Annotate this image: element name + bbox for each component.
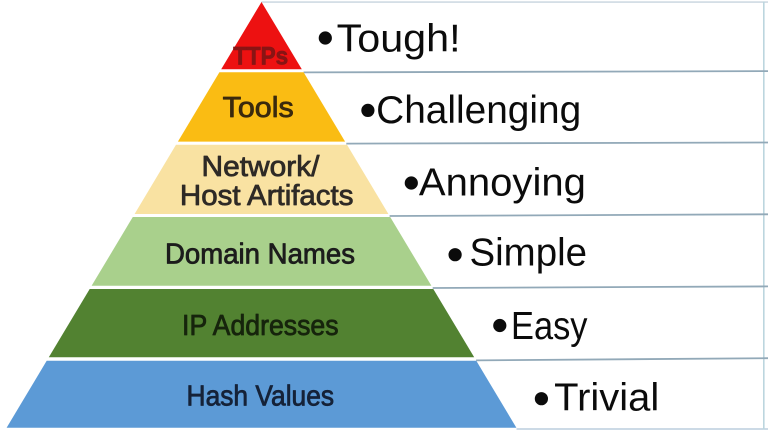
svg-text:Simple: Simple [470,232,588,275]
svg-text:Trivial: Trivial [554,376,659,419]
svg-text:Host Artifacts: Host Artifacts [180,180,354,212]
svg-text:Tough!: Tough! [337,18,461,61]
svg-text:Easy: Easy [511,305,588,348]
svg-text:Network/: Network/ [202,151,321,183]
svg-text:Domain Names: Domain Names [165,239,355,271]
svg-text:Hash Values: Hash Values [187,380,335,412]
svg-text:Annoying: Annoying [419,162,586,205]
svg-text:Tools: Tools [223,92,294,124]
svg-text:TTPs: TTPs [233,42,288,70]
svg-text:IP Addresses: IP Addresses [182,310,339,342]
svg-text:Challenging: Challenging [376,89,581,132]
